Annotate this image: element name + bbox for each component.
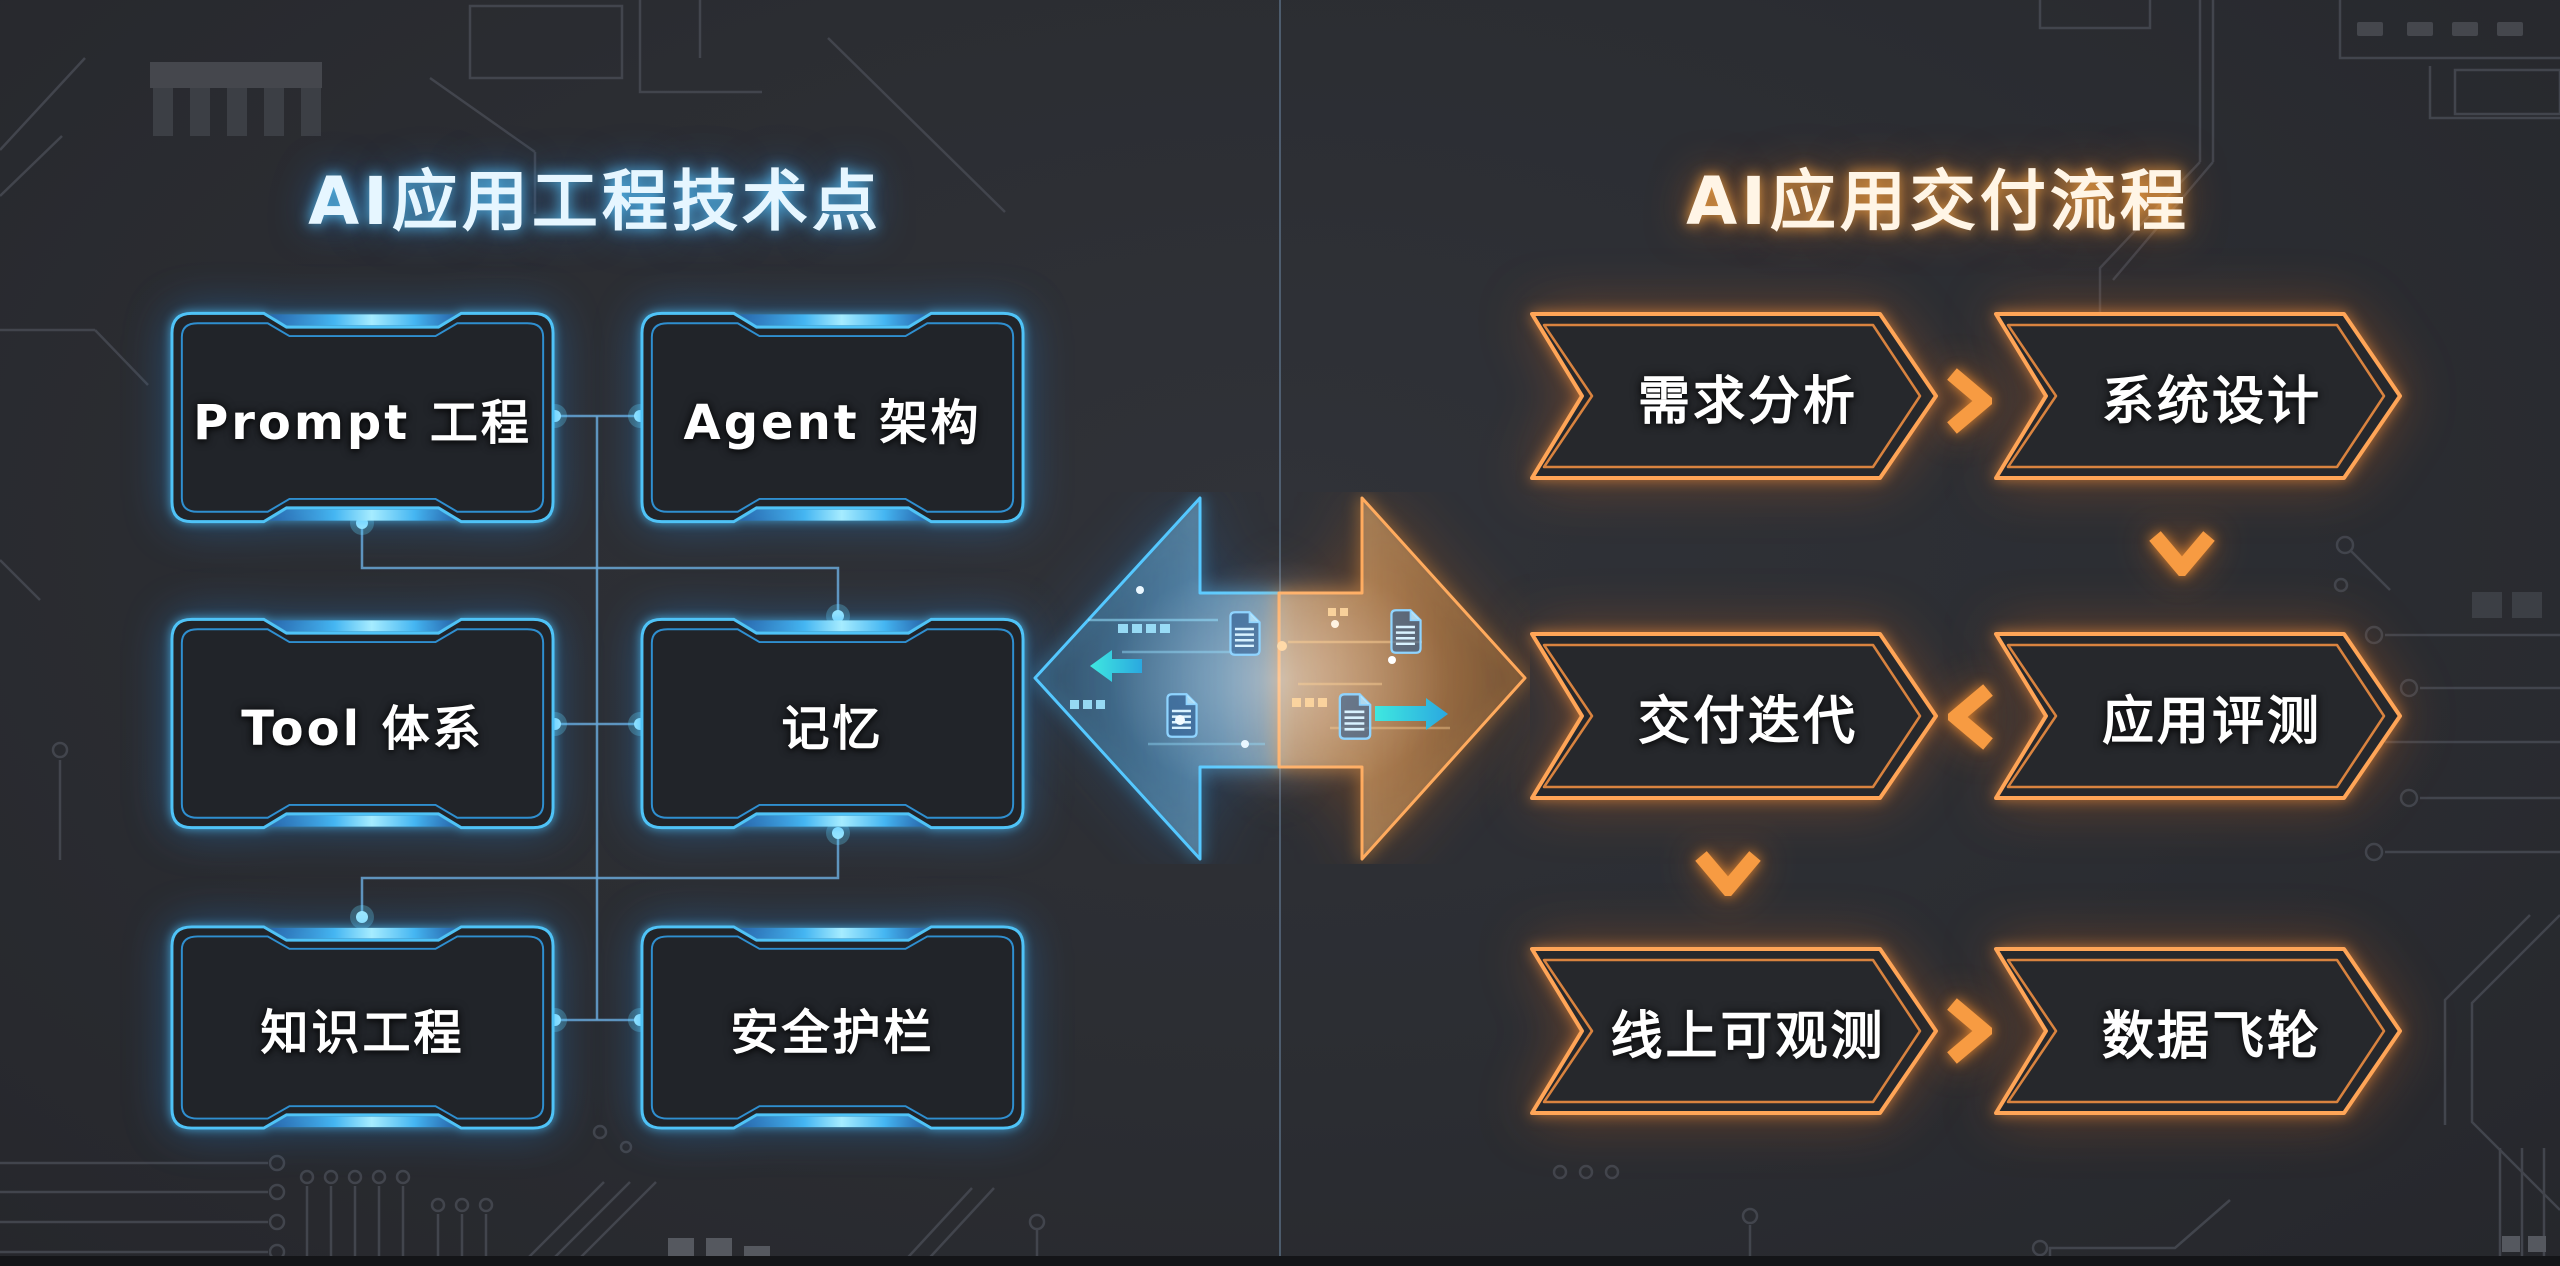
right-panel-title: AI应用交付流程 [1686, 163, 2190, 240]
step-box-online-observability: 线上可观测 [1528, 945, 1940, 1117]
transfer-arrow-left-icon [1090, 650, 1142, 682]
chevron-down-icon [1695, 848, 1761, 900]
tech-box-tool-system: Tool 体系 [170, 616, 555, 831]
tech-box-agent-architecture: Agent 架构 [640, 310, 1025, 525]
glow-dots [1136, 586, 1396, 748]
tech-box-label: Prompt 工程 [193, 394, 532, 451]
bottom-edge-strip [0, 1256, 2560, 1266]
chevron-down-icon [2149, 528, 2215, 580]
tech-box-label: Tool 体系 [241, 700, 484, 757]
tech-box-label: 知识工程 [260, 1004, 465, 1061]
data-exchange-arrow [1033, 496, 1527, 861]
tech-box-prompt-engineering: Prompt 工程 [170, 310, 555, 525]
speed-lines [1088, 618, 1450, 746]
transfer-arrow-right-icon [1375, 698, 1448, 730]
tech-box-label: 安全护栏 [730, 1004, 935, 1061]
step-box-requirements-analysis: 需求分析 [1528, 310, 1940, 482]
step-box-delivery-iteration: 交付迭代 [1528, 630, 1940, 802]
data-dash-trails [1070, 608, 1348, 709]
chevron-right-icon [1944, 998, 1996, 1064]
tech-box-memory: 记忆 [640, 616, 1025, 831]
document-icon [1338, 693, 1372, 740]
step-box-label: 系统设计 [2101, 371, 2322, 432]
chevron-left-icon [1944, 684, 1996, 750]
document-icon [1390, 609, 1422, 654]
step-box-application-evaluation: 应用评测 [1992, 630, 2404, 802]
chevron-right-icon [1944, 368, 1996, 434]
step-box-label: 线上可观测 [1610, 1006, 1886, 1067]
tech-box-label: 记忆 [781, 700, 884, 757]
step-box-system-design: 系统设计 [1992, 310, 2404, 482]
step-box-label: 交付迭代 [1637, 691, 1858, 752]
step-box-label: 应用评测 [2101, 691, 2322, 752]
left-panel-title: AI应用工程技术点 [308, 163, 882, 240]
document-icon [1229, 611, 1261, 656]
step-box-label: 数据飞轮 [2101, 1006, 2322, 1067]
step-box-label: 需求分析 [1637, 371, 1858, 432]
tech-box-label: Agent 架构 [683, 394, 982, 451]
tech-box-knowledge-engineering: 知识工程 [170, 925, 555, 1130]
step-box-data-flywheel: 数据飞轮 [1992, 945, 2404, 1117]
tech-box-safety-guardrails: 安全护栏 [640, 925, 1025, 1130]
